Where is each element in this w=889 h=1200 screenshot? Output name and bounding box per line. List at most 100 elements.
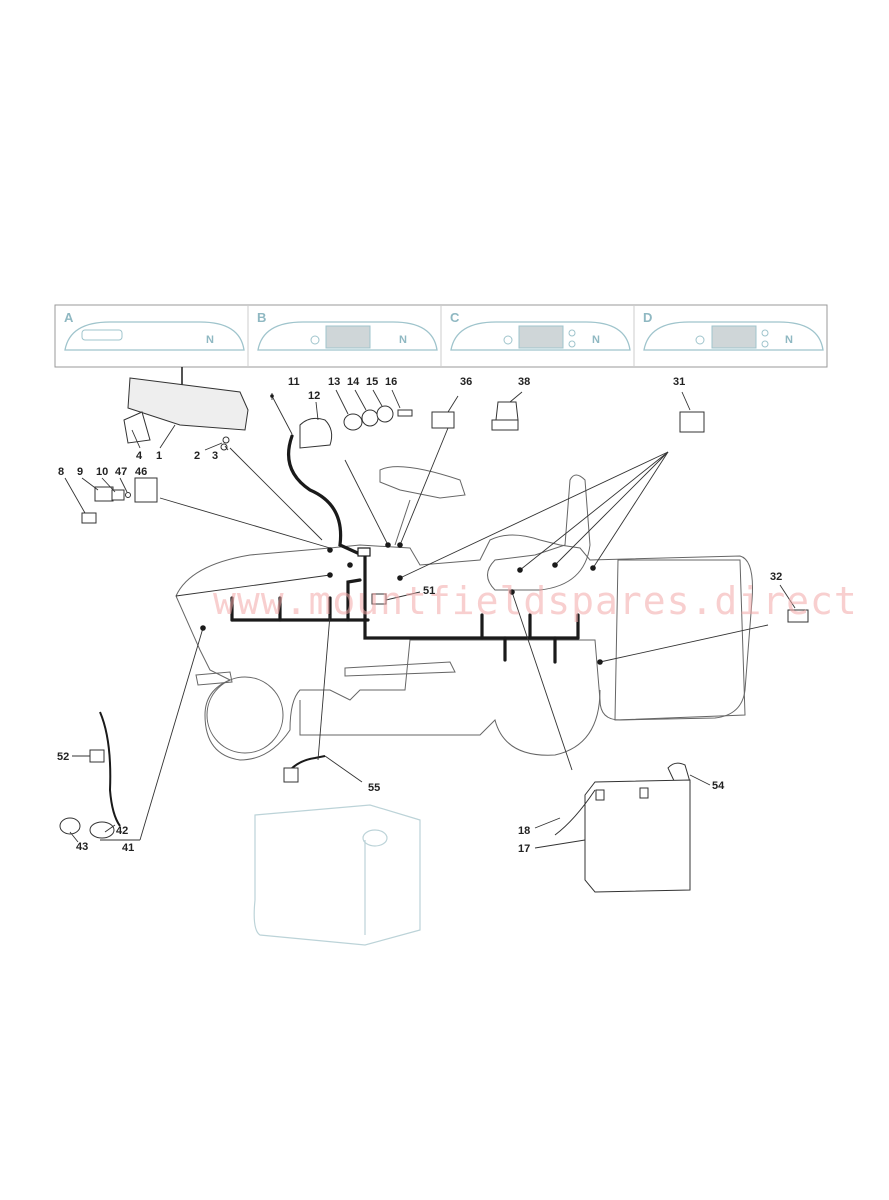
- leader-18: [534, 817, 561, 829]
- leader-3: [224, 445, 229, 451]
- dot: [552, 562, 558, 568]
- connection-points: [200, 394, 603, 665]
- callout-52: 52: [57, 751, 69, 763]
- dot: [327, 547, 333, 553]
- leader-55b: [317, 614, 331, 761]
- callout-42: 42: [116, 825, 128, 837]
- plug-52-part: [89, 749, 105, 763]
- panel-a-outline: [64, 321, 245, 351]
- leader-14: [354, 389, 367, 411]
- ring-part: [343, 413, 363, 431]
- steering-wheel: [379, 466, 466, 499]
- footrest: [195, 671, 233, 686]
- terminal-cap-part: [667, 762, 691, 786]
- leader-43: [69, 831, 79, 843]
- ignition-cable: [287, 434, 364, 557]
- callout-13: 13: [328, 376, 340, 388]
- panel-a-meter: [81, 329, 123, 341]
- dot: [509, 589, 515, 595]
- leader-13: [335, 389, 349, 415]
- leader-dash: [229, 447, 323, 541]
- variant-label-a: A: [64, 310, 74, 325]
- leader-47: [119, 477, 128, 493]
- leader-31d: [592, 451, 669, 569]
- fuel-tank: [253, 804, 421, 946]
- steering-column: [394, 499, 411, 546]
- leader-10: [101, 477, 116, 493]
- callout-10: 10: [96, 466, 108, 478]
- deck-rail: [344, 661, 456, 677]
- leader-54: [689, 774, 711, 786]
- leader-15: [372, 389, 383, 407]
- panel-d-lamp: [761, 329, 769, 337]
- variant-label-c: C: [450, 310, 460, 325]
- leader-left: [175, 574, 331, 597]
- dot: [200, 625, 206, 631]
- connector-51-part: [371, 593, 387, 605]
- callout-51: 51: [423, 585, 435, 597]
- battery-terminal: [639, 787, 649, 799]
- callout-54: 54: [712, 780, 725, 792]
- callout-8: 8: [58, 466, 64, 478]
- callout-16: 16: [385, 376, 397, 388]
- leader-4: [131, 429, 141, 449]
- leader-9: [81, 477, 99, 491]
- callout-32: 32: [770, 571, 782, 583]
- callout-15: 15: [366, 376, 378, 388]
- leader-32b: [599, 624, 769, 663]
- leader-16: [391, 389, 401, 409]
- washer-part: [220, 443, 228, 451]
- panel-a-n: N: [206, 334, 214, 346]
- fuse-box-part: [134, 477, 158, 503]
- leader-12: [315, 401, 319, 421]
- relay-part: [81, 512, 97, 524]
- watermark: www.mountfieldspares.direct: [213, 579, 858, 623]
- callout-1: 1: [156, 450, 162, 462]
- leader-31a: [399, 451, 669, 579]
- leader-38: [509, 391, 523, 403]
- panel-d-n: N: [785, 334, 793, 346]
- switch-31-part: [679, 411, 705, 433]
- callout-43: 43: [76, 841, 88, 853]
- panel-b-n: N: [399, 334, 407, 346]
- variant-strip: A N B N C N D N: [54, 304, 828, 404]
- harness-connector: [357, 547, 371, 557]
- callout-12: 12: [308, 390, 320, 402]
- rear-wheel: [299, 689, 601, 756]
- nut-part: [222, 436, 230, 444]
- leader-31b: [519, 451, 669, 571]
- callout-3: 3: [212, 450, 218, 462]
- push-switch-part: [495, 401, 519, 421]
- panel-c-lamp: [568, 329, 576, 337]
- leader-battery: [511, 591, 573, 771]
- dot: [385, 542, 391, 548]
- tank-body: [253, 804, 421, 946]
- panel-d-display: [711, 325, 757, 349]
- dot: [590, 565, 596, 571]
- callout-11: 11: [288, 376, 300, 388]
- panel-d-knob: [695, 335, 705, 345]
- parts: [59, 377, 809, 893]
- leader-2: [204, 442, 223, 451]
- leader-11: [271, 393, 293, 435]
- dot: [517, 567, 523, 573]
- callout-47: 47: [115, 466, 127, 478]
- ignition-switch-part: [299, 417, 333, 449]
- callout-38: 38: [518, 376, 530, 388]
- callout-41: 41: [122, 842, 134, 854]
- bezel-part: [376, 405, 394, 423]
- push-switch-base: [491, 419, 519, 431]
- variant-label-d: D: [643, 310, 652, 325]
- panel-c-lamp: [568, 340, 576, 348]
- panel-c-display: [518, 325, 564, 349]
- screw-part: [125, 492, 131, 498]
- dot: [327, 572, 333, 578]
- dot: [397, 542, 403, 548]
- tractor-outline: [175, 466, 753, 761]
- leader-8: [64, 477, 86, 514]
- dot: [597, 659, 603, 665]
- panel-c-knob: [503, 335, 513, 345]
- battery-part: [584, 779, 691, 893]
- callout-46: 46: [135, 466, 147, 478]
- bracket-part: [123, 411, 151, 444]
